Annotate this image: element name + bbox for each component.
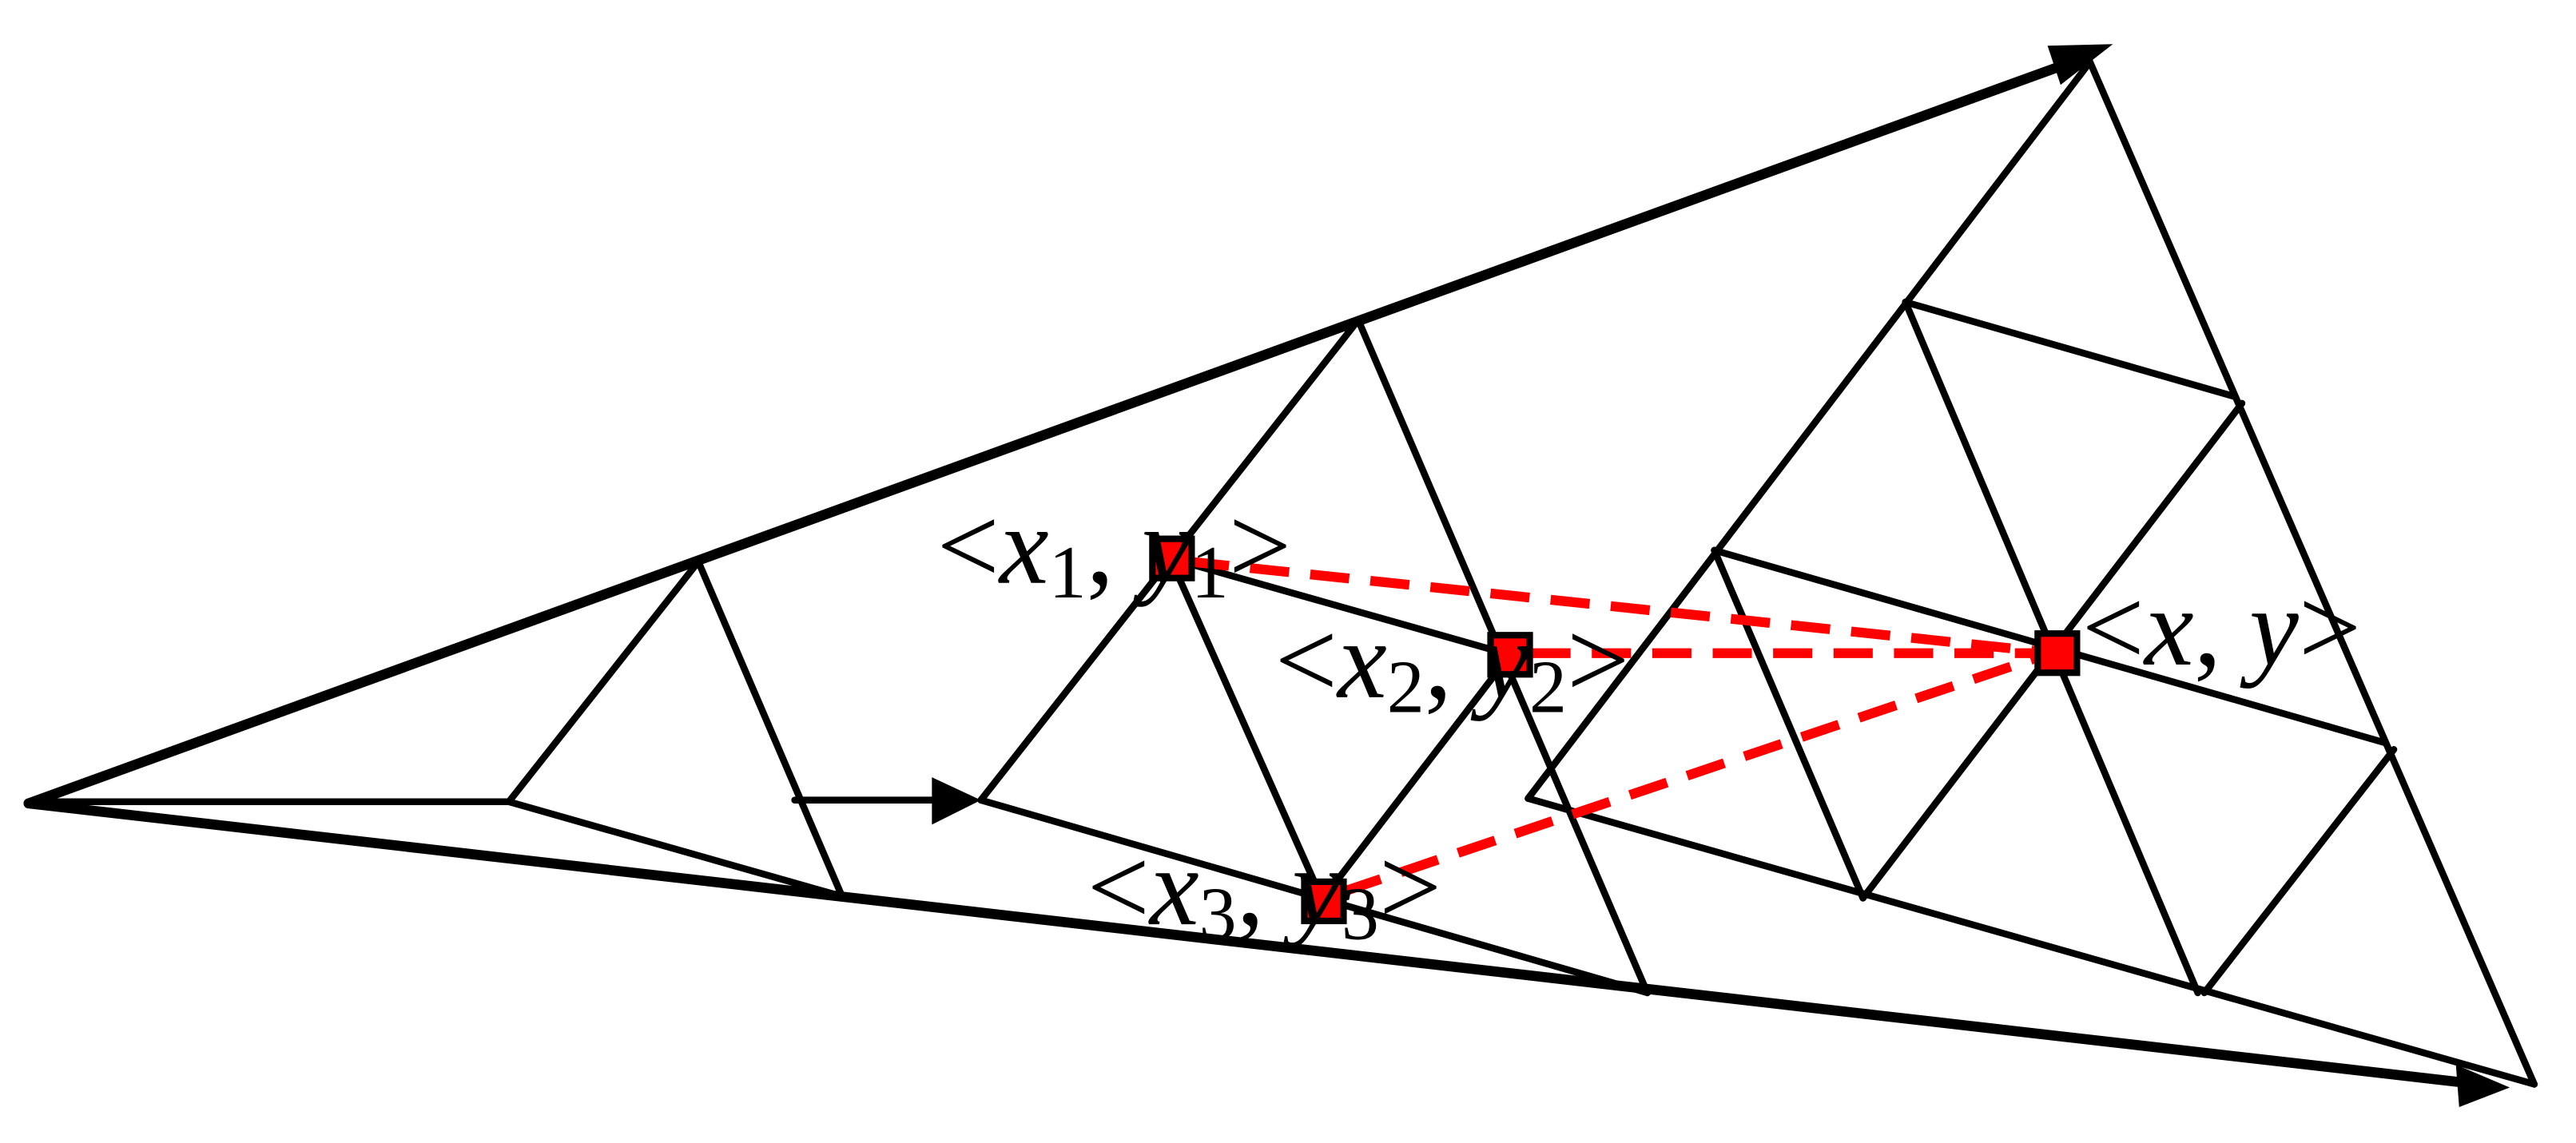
point-p1-marker bbox=[1149, 535, 1195, 581]
upper-boundary-arrow bbox=[23, 57, 2077, 809]
lower-boundary-arrow bbox=[23, 798, 2470, 1088]
label-target: <x, y> bbox=[2082, 566, 2362, 689]
dashed-line-p3-target bbox=[1342, 651, 2043, 896]
mesh-edge bbox=[694, 558, 846, 900]
mesh-edge bbox=[505, 558, 702, 806]
point-p3-marker bbox=[1301, 878, 1347, 925]
point-p2-marker bbox=[1487, 632, 1533, 678]
sample-points bbox=[1149, 535, 2081, 925]
mesh-edge bbox=[1525, 795, 2538, 1088]
mesh-edge bbox=[505, 798, 846, 900]
mesh-edge bbox=[1711, 546, 1866, 902]
dashed-line-p1-target bbox=[1189, 557, 2042, 657]
label-p2: <x2, y2> bbox=[1275, 599, 1630, 728]
middle-arrowhead bbox=[932, 777, 981, 825]
interpolation-lines bbox=[1189, 557, 2043, 896]
label-p1: <x1, y1> bbox=[936, 485, 1291, 614]
outer-boundary bbox=[23, 44, 2510, 1108]
label-p3: <x3, y3> bbox=[1087, 826, 1442, 955]
mesh-edge bbox=[2200, 746, 2398, 997]
mesh-edge bbox=[1902, 298, 2239, 401]
mesh-edge bbox=[1167, 554, 1514, 659]
mesh-edge bbox=[1318, 651, 1514, 903]
lower-arrowhead bbox=[2455, 1064, 2510, 1108]
middle-direction-arrow bbox=[25, 777, 981, 825]
mesh-edge bbox=[1525, 58, 2094, 802]
point-target-marker bbox=[2034, 630, 2081, 677]
upper-arrowhead bbox=[2047, 44, 2113, 85]
mesh-edge bbox=[2086, 58, 2538, 1088]
mesh-edge bbox=[1167, 554, 1326, 903]
point-labels: <x1, y1> <x2, y2> <x3, y3> <x, y> bbox=[936, 485, 2361, 956]
